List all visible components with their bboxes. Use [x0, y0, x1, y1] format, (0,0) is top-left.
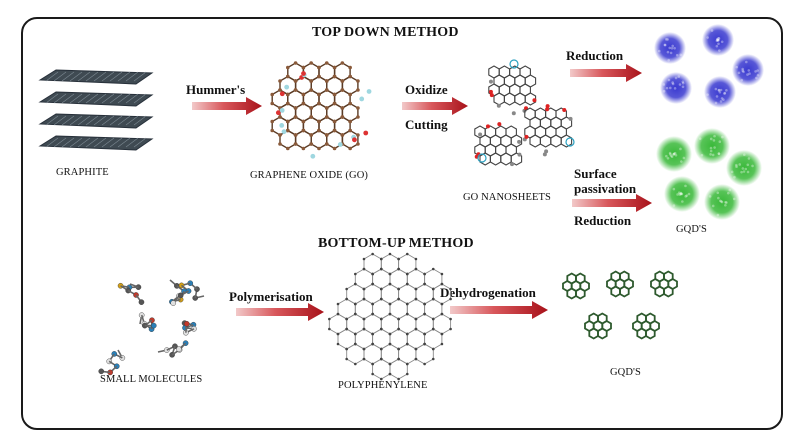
polyphenylene-network-icon [328, 252, 452, 381]
bottom-up-heading: BOTTOM-UP METHOD [318, 236, 474, 251]
label-dehydrogenation: Dehydrogenation [440, 285, 536, 300]
arrow-dehydrogenation [450, 301, 548, 319]
graphite-layers-icon [38, 69, 154, 151]
label-reduction-mid: Reduction [574, 213, 632, 228]
arrow-reduction-top [570, 64, 642, 82]
label-reduction-top: Reduction [566, 48, 624, 63]
arrow-hummers [192, 97, 262, 115]
green-quantum-dots-icon [656, 128, 762, 220]
label-surface: Surface [574, 166, 617, 181]
graphene-oxide-molecule-icon [270, 61, 372, 159]
top-down-heading: TOP DOWN METHOD [312, 25, 459, 40]
gqd-hexagon-flakes-icon [562, 270, 678, 340]
caption-graphene-oxide: GRAPHENE OXIDE (GO) [250, 170, 368, 181]
blue-quantum-dots-icon [654, 24, 764, 108]
caption-gqds-top: GQD'S [676, 224, 707, 235]
label-passivation: passivation [574, 181, 637, 196]
arrow-polymerisation [236, 303, 324, 321]
go-nanosheets-icon [474, 59, 575, 167]
caption-go-nanosheets: GO NANOSHEETS [463, 192, 551, 203]
label-cutting: Cutting [405, 117, 448, 132]
arrow-surface-passivation [572, 194, 652, 212]
label-oxidize: Oxidize [405, 82, 448, 97]
caption-small-molecules: SMALL MOLECULES [100, 374, 203, 385]
caption-polyphenylene: POLYPHENYLENE [338, 380, 428, 391]
caption-graphite: GRAPHITE [56, 167, 109, 178]
arrow-oxidize [402, 97, 468, 115]
label-polymerisation: Polymerisation [229, 289, 313, 304]
caption-gqds-bottom: GQD'S [610, 367, 641, 378]
label-hummers: Hummer's [186, 82, 246, 97]
small-molecules-icon [98, 279, 205, 376]
